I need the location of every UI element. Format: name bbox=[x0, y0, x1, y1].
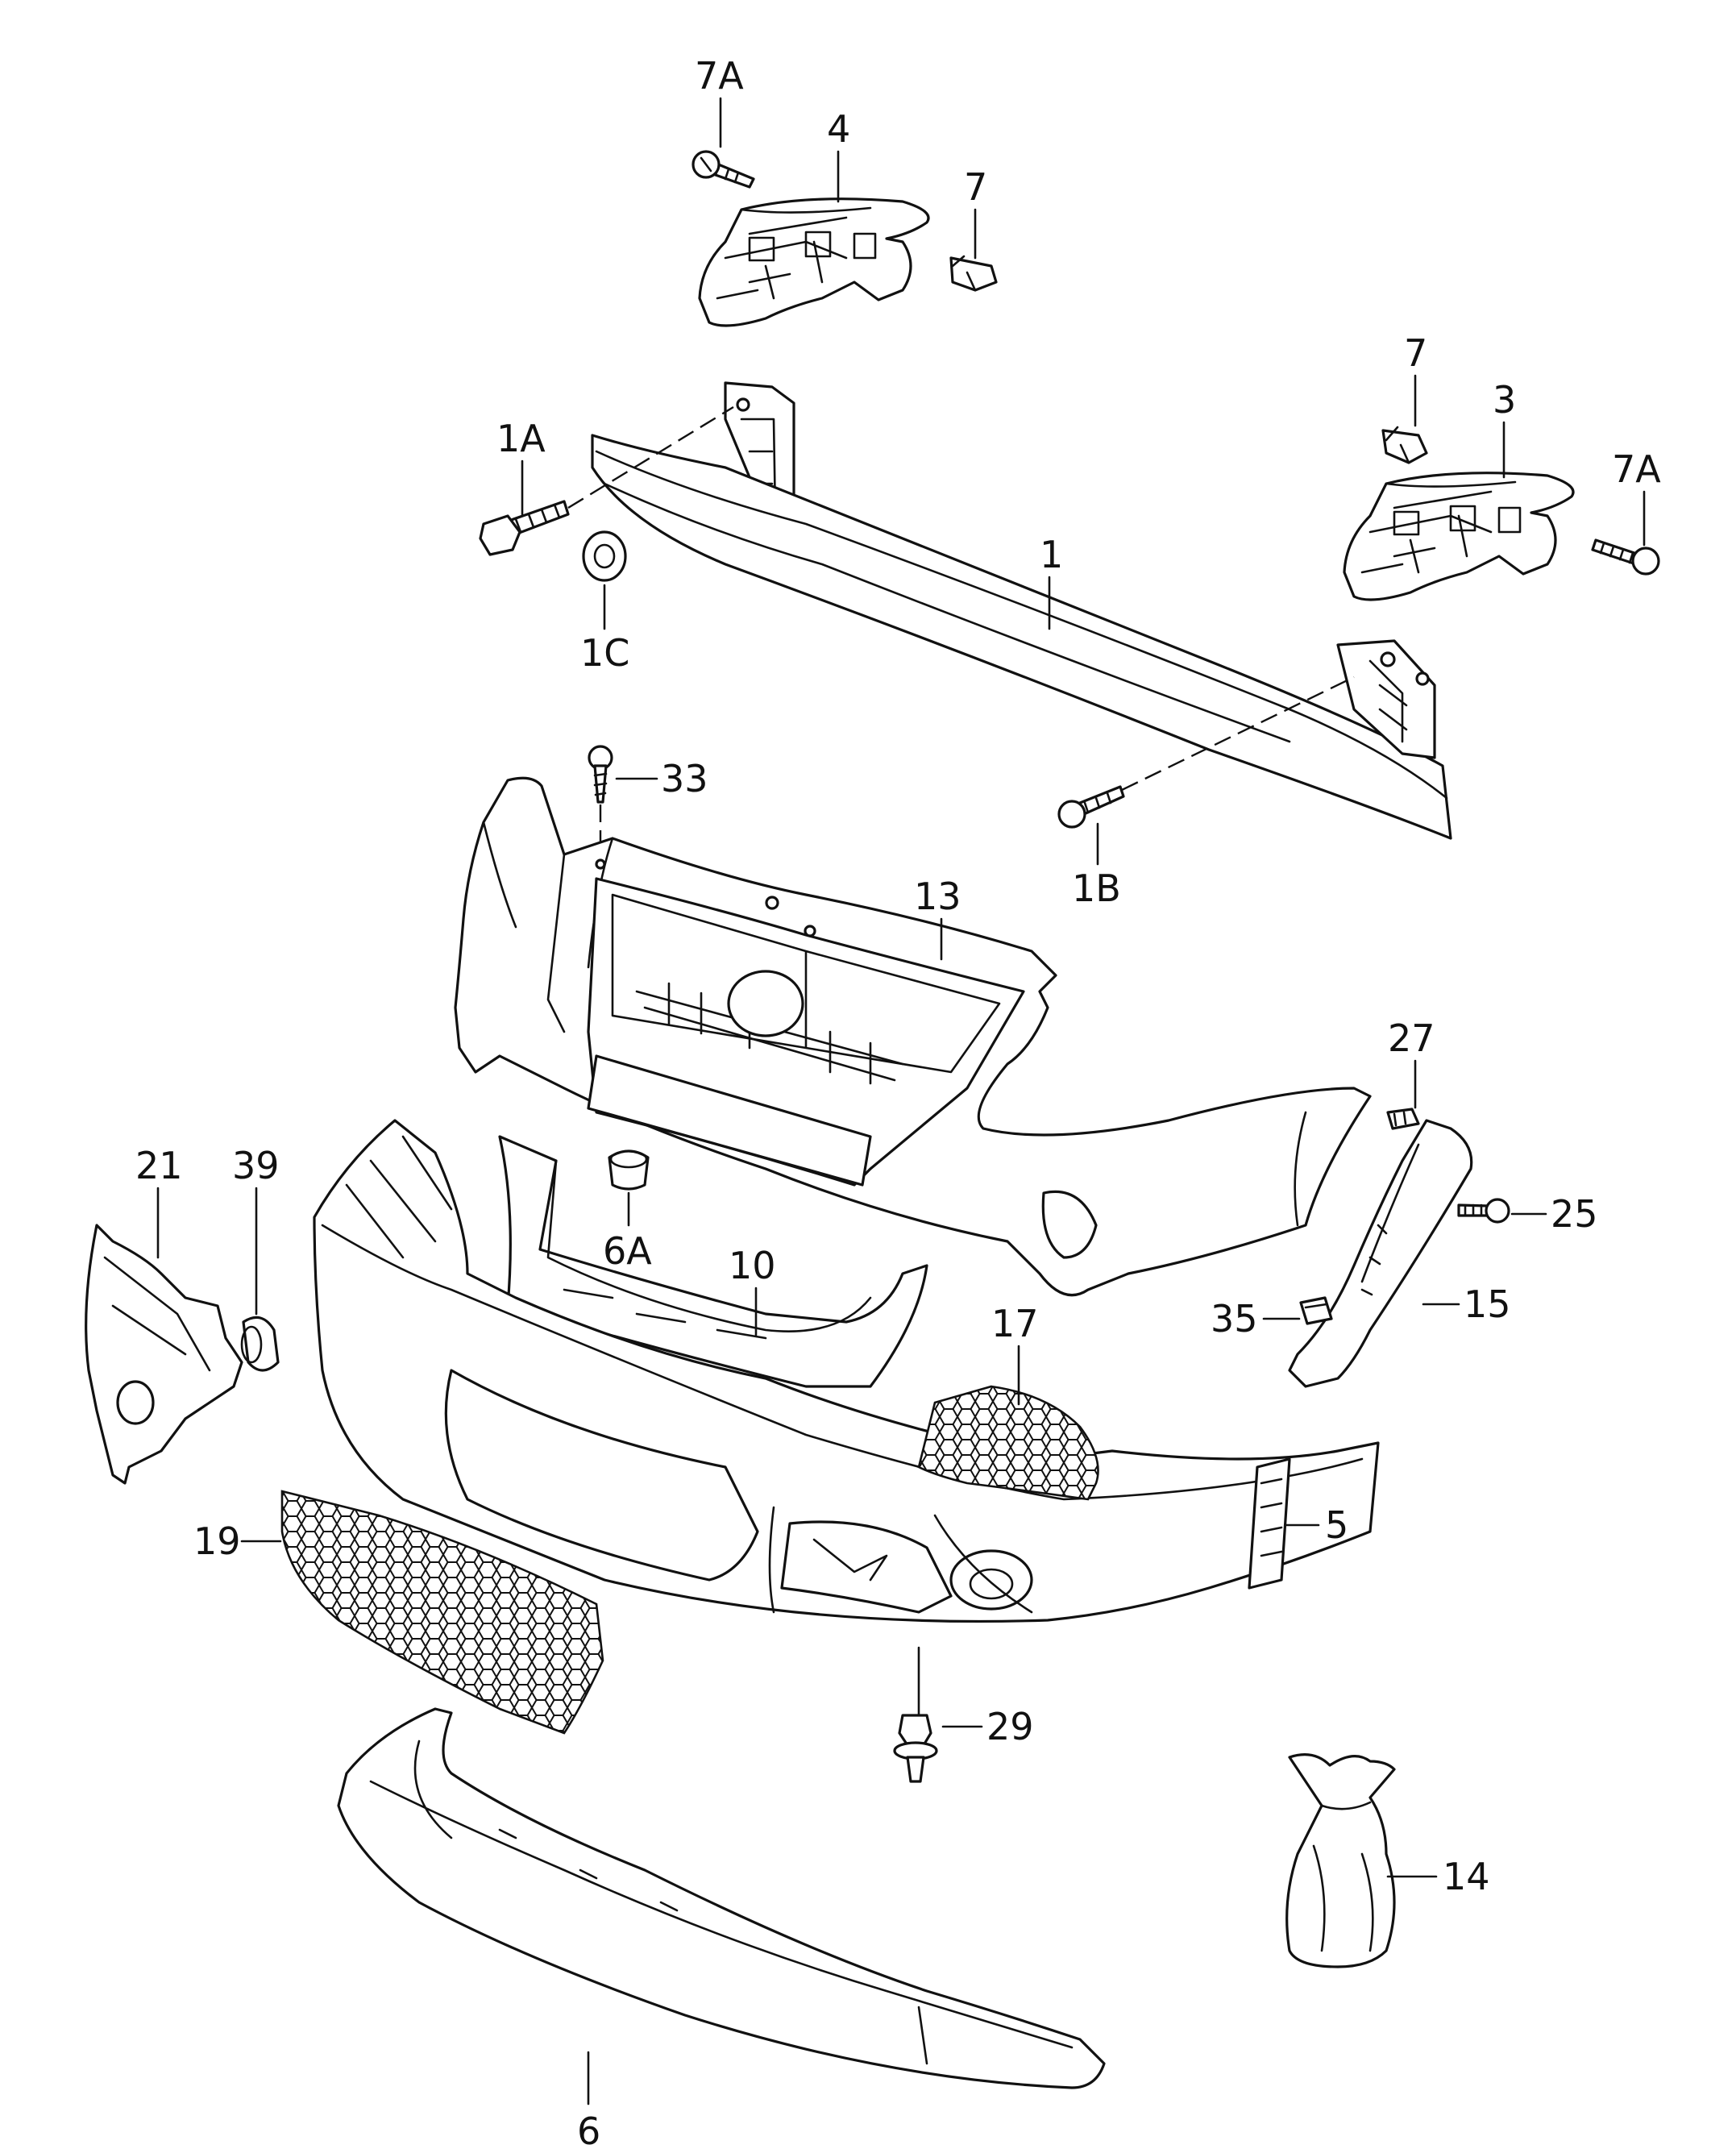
spoiler-part-6 bbox=[337, 1707, 1106, 2089]
callout-4: 4 bbox=[827, 107, 850, 151]
callout-14: 14 bbox=[1443, 1855, 1490, 1898]
fastener-alignment-line-1a bbox=[567, 405, 734, 509]
callout-6a: 6A bbox=[603, 1229, 652, 1273]
callout-15: 15 bbox=[1464, 1282, 1511, 1326]
grille-mesh-part-19 bbox=[280, 1490, 604, 1735]
callout-17: 17 bbox=[991, 1302, 1039, 1345]
callout-5: 5 bbox=[1325, 1503, 1348, 1547]
screw-part-7a-top bbox=[691, 150, 755, 189]
callout-3: 3 bbox=[1493, 378, 1516, 422]
leader-lines bbox=[156, 97, 1646, 2105]
clip-part-35 bbox=[1299, 1296, 1333, 1325]
callout-25: 25 bbox=[1551, 1192, 1598, 1236]
washer-part-1c bbox=[582, 530, 627, 582]
callout-1: 1 bbox=[1040, 533, 1063, 576]
callout-6: 6 bbox=[577, 2110, 600, 2149]
callout-21: 21 bbox=[135, 1144, 183, 1187]
callout-27: 27 bbox=[1388, 1016, 1435, 1060]
callout-7-top: 7 bbox=[964, 165, 987, 209]
callout-19: 19 bbox=[193, 1519, 241, 1563]
bracket-part-4 bbox=[698, 197, 930, 327]
callout-10: 10 bbox=[729, 1244, 776, 1287]
bolt-part-1a bbox=[479, 500, 570, 556]
carrier-bar-part-1 bbox=[591, 381, 1452, 840]
bolt-part-1b bbox=[1057, 785, 1125, 829]
grille-mesh-part-17 bbox=[917, 1385, 1099, 1501]
callout-13: 13 bbox=[914, 875, 961, 918]
callout-1b: 1B bbox=[1072, 867, 1121, 910]
callout-1a: 1A bbox=[496, 417, 546, 460]
screw-part-7a-right bbox=[1591, 538, 1660, 576]
lower-bumper-part-5 bbox=[313, 1119, 1380, 1623]
callout-7a-right: 7A bbox=[1612, 447, 1661, 491]
bracket-part-3 bbox=[1343, 472, 1575, 601]
screw-part-25 bbox=[1457, 1198, 1510, 1224]
side-trim-part-15 bbox=[1288, 1119, 1473, 1388]
callout-7a-top: 7A bbox=[695, 54, 744, 98]
callout-29: 29 bbox=[986, 1705, 1034, 1748]
clip-part-27 bbox=[1386, 1108, 1420, 1130]
bumper-cover-part-13 bbox=[454, 776, 1372, 1297]
clip-part-7-right bbox=[1381, 426, 1428, 464]
screw-part-33 bbox=[588, 745, 613, 863]
side-bracket-part-21 bbox=[85, 1224, 243, 1485]
fastener-alignment-line-1b bbox=[1121, 675, 1355, 792]
callout-7-right: 7 bbox=[1404, 331, 1427, 375]
callout-1c: 1C bbox=[580, 631, 629, 675]
callout-33: 33 bbox=[661, 757, 708, 800]
bag-part-14 bbox=[1285, 1753, 1396, 1968]
callout-39: 39 bbox=[232, 1144, 280, 1187]
clip-part-7-top bbox=[949, 255, 998, 292]
cap-part-39 bbox=[240, 1316, 280, 1372]
fastener-part-29 bbox=[893, 1714, 938, 1783]
callout-35: 35 bbox=[1211, 1297, 1258, 1341]
plug-part-6a bbox=[608, 1149, 650, 1191]
callout-labels: 7A 4 7 7 3 7A 1A 1 1C 33 1B 13 27 21 39 … bbox=[135, 54, 1661, 2149]
